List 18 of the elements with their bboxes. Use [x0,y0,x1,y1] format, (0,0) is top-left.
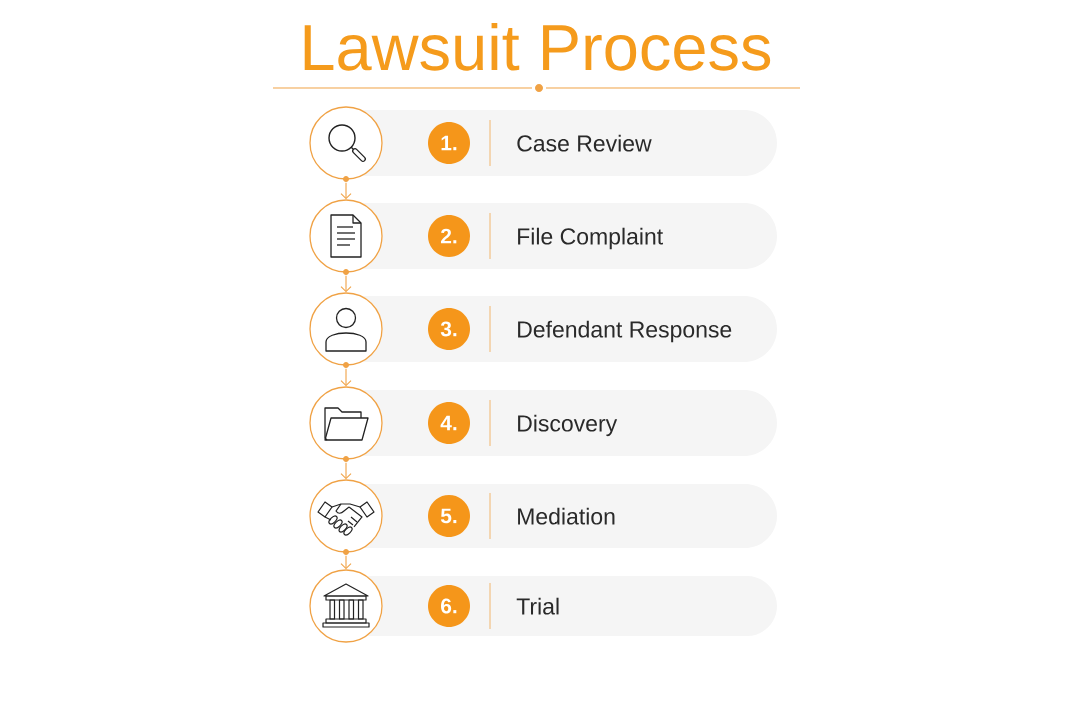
arrow [340,368,352,387]
arrow [340,275,352,293]
number-badge: 3. [428,308,470,350]
arrow [340,182,352,200]
number-badge: 1. [428,122,470,164]
number-badge: 5. [428,495,470,537]
number-badge: 2. [428,215,470,257]
arrow [340,555,352,570]
number-badge: 6. [428,585,470,627]
title: Lawsuit Process [304,22,771,71]
step-circle [309,292,383,368]
step-circle [309,199,383,275]
step-circle [309,479,383,555]
step-circle [309,386,383,462]
arrow [340,462,352,480]
number-badge: 4. [428,402,470,444]
step-circle [309,106,383,182]
step-circle [309,569,383,643]
